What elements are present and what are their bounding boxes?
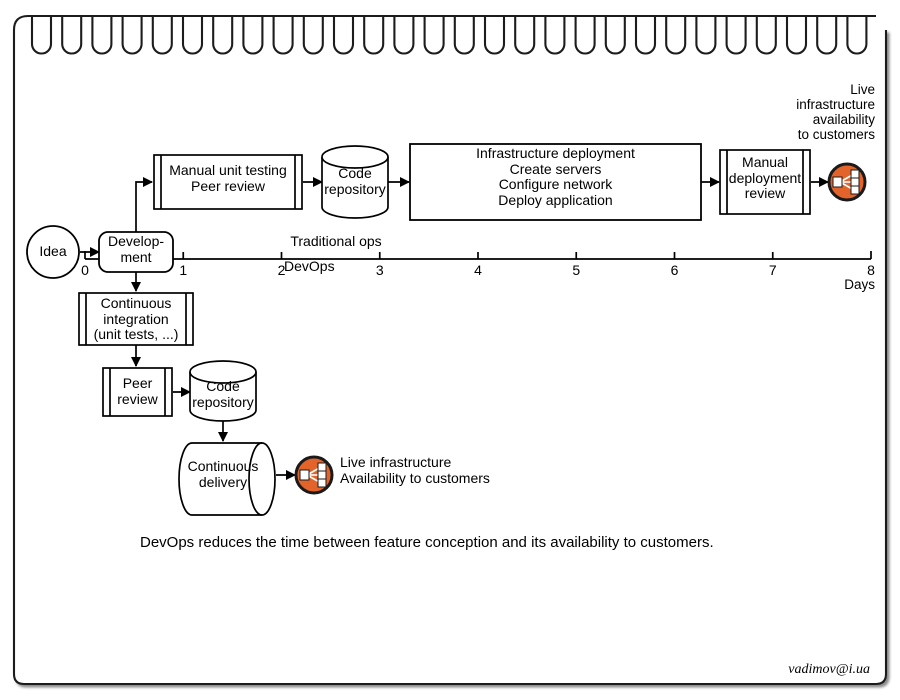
start-node-idea[interactable] <box>26 225 80 279</box>
traditional-outcome-line-2: infrastructure <box>796 97 875 113</box>
spiral-loop <box>121 16 143 55</box>
spiral-loop <box>363 16 385 55</box>
manual-deployment-review-line-1: Manual <box>742 154 788 170</box>
node-code-repository-traditional[interactable] <box>321 145 389 219</box>
spiral-loop <box>91 16 113 55</box>
devops-outcome-label: Live infrastructure Availability to cust… <box>340 454 620 486</box>
start-node-label: Idea <box>39 243 67 259</box>
spiral-loop <box>725 16 747 55</box>
devops-outcome-line-2: Availability to customers <box>340 469 490 486</box>
spiral-loop <box>816 16 838 55</box>
node-development-line-2: ment <box>120 248 152 265</box>
node-manual-unit-testing-line-2: Peer review <box>191 177 265 194</box>
spiral-loop <box>634 16 657 55</box>
code-repository-traditional-line-2: repository <box>324 180 386 197</box>
axis-unit-label: Days <box>844 277 875 292</box>
continuous-delivery-line-1: Continuous <box>187 458 259 474</box>
spiral-loop <box>272 16 294 55</box>
continuous-integration-line-2: integration <box>103 310 169 327</box>
node-code-repository-traditional-label: Code repository <box>316 165 394 197</box>
infrastructure-deployment-line-3: Configure network <box>498 176 613 193</box>
code-repository-devops-line-2: repository <box>192 393 254 410</box>
spiral-loop <box>483 16 506 55</box>
traditional-connectors <box>80 176 830 258</box>
spiral-loop <box>151 16 173 55</box>
lane-label-traditional-ops: Traditional ops <box>290 233 382 249</box>
network-share-icon-traditional <box>827 162 867 202</box>
timeline-axis <box>84 251 872 260</box>
axis-tick-label: 0 <box>81 262 89 278</box>
devops-outcome-line-1: Live infrastructure <box>340 454 452 470</box>
axis-tick-label: 6 <box>670 262 679 278</box>
spiral-binding <box>12 14 876 55</box>
axis-tick-label: 7 <box>768 262 777 278</box>
spiral-loop <box>332 16 355 55</box>
node-manual-deployment-review-label: Manual deployment review <box>722 154 808 202</box>
manual-deployment-review-line-3: review <box>744 185 786 202</box>
spiral-loop <box>604 16 626 55</box>
node-continuous-delivery-label: Continuous delivery <box>180 458 266 490</box>
infrastructure-deployment-line-2: Create servers <box>509 160 602 177</box>
axis-tick-label: 5 <box>572 262 581 278</box>
traditional-outcome-line-1: Live <box>850 82 875 97</box>
peer-review-line-2: review <box>117 390 158 407</box>
axis-tick-label: 2 <box>277 262 286 278</box>
spiral-loop <box>665 16 687 55</box>
node-development-label: Develop- ment <box>99 233 173 265</box>
traditional-outcome-line-3: availability <box>812 112 875 128</box>
spiral-loop <box>695 16 717 55</box>
node-continuous-integration-label: Continuous integration (unit tests, ...) <box>82 295 190 343</box>
infrastructure-deployment-line-4: Deploy application <box>498 192 613 209</box>
node-development-line-1: Develop- <box>107 233 165 249</box>
axis-tick-label: 4 <box>474 262 482 278</box>
node-infrastructure-deployment-label: Infrastructure deployment Create servers… <box>412 145 699 209</box>
node-manual-deployment-review[interactable] <box>719 149 811 215</box>
spiral-loop <box>514 16 536 55</box>
axis-tick-label: 1 <box>179 262 188 278</box>
spiral-loop <box>423 16 445 55</box>
infrastructure-deployment-line-1: Infrastructure deployment <box>476 145 635 161</box>
code-repository-devops-line-1: Code <box>206 378 240 394</box>
manual-deployment-review-line-2: deployment <box>728 169 802 186</box>
continuous-delivery-line-2: delivery <box>198 473 248 490</box>
code-repository-traditional-line-1: Code <box>338 165 372 181</box>
spiral-loop <box>212 16 234 55</box>
author-signature: vadimov@i.ua <box>788 662 870 677</box>
diagram-caption: DevOps reduces the time between feature … <box>140 534 714 551</box>
node-peer-review-label: Peer review <box>105 375 170 407</box>
spiral-loop <box>785 16 808 55</box>
node-continuous-integration[interactable] <box>78 292 194 346</box>
spiral-loop <box>242 16 264 55</box>
continuous-integration-line-1: Continuous <box>100 295 172 311</box>
spiral-loop <box>755 16 777 55</box>
node-development[interactable] <box>98 231 174 273</box>
spiral-loop <box>393 16 415 55</box>
spiral-loop <box>30 16 53 55</box>
spiral-loop <box>574 16 596 55</box>
axis-tick-label: 3 <box>375 262 384 278</box>
spiral-loop <box>61 16 83 55</box>
node-manual-unit-testing[interactable] <box>153 154 303 210</box>
traditional-outcome-label: Live infrastructure availability to cust… <box>740 82 875 142</box>
node-peer-review[interactable] <box>102 367 173 417</box>
spiral-loop <box>453 16 475 55</box>
continuous-integration-line-3: (unit tests, ...) <box>93 326 179 343</box>
node-code-repository-devops[interactable] <box>189 360 257 422</box>
node-manual-unit-testing-label: Manual unit testing Peer review <box>158 162 298 194</box>
spiral-loop <box>846 16 868 55</box>
node-manual-unit-testing-line-1: Manual unit testing <box>169 162 287 178</box>
traditional-outcome-line-4: to customers <box>797 127 875 143</box>
node-code-repository-devops-label: Code repository <box>184 378 262 410</box>
node-infrastructure-deployment[interactable] <box>409 143 702 221</box>
spiral-loop <box>181 16 204 55</box>
axis-tick-label: 8 <box>867 262 875 278</box>
lane-label-devops: DevOps <box>284 258 335 274</box>
spiral-loop <box>302 16 324 55</box>
spiral-loop <box>544 16 566 55</box>
devops-connectors <box>130 270 297 481</box>
network-share-icon-devops <box>294 455 334 495</box>
peer-review-line-1: Peer <box>122 375 153 391</box>
node-continuous-delivery[interactable] <box>178 442 276 516</box>
